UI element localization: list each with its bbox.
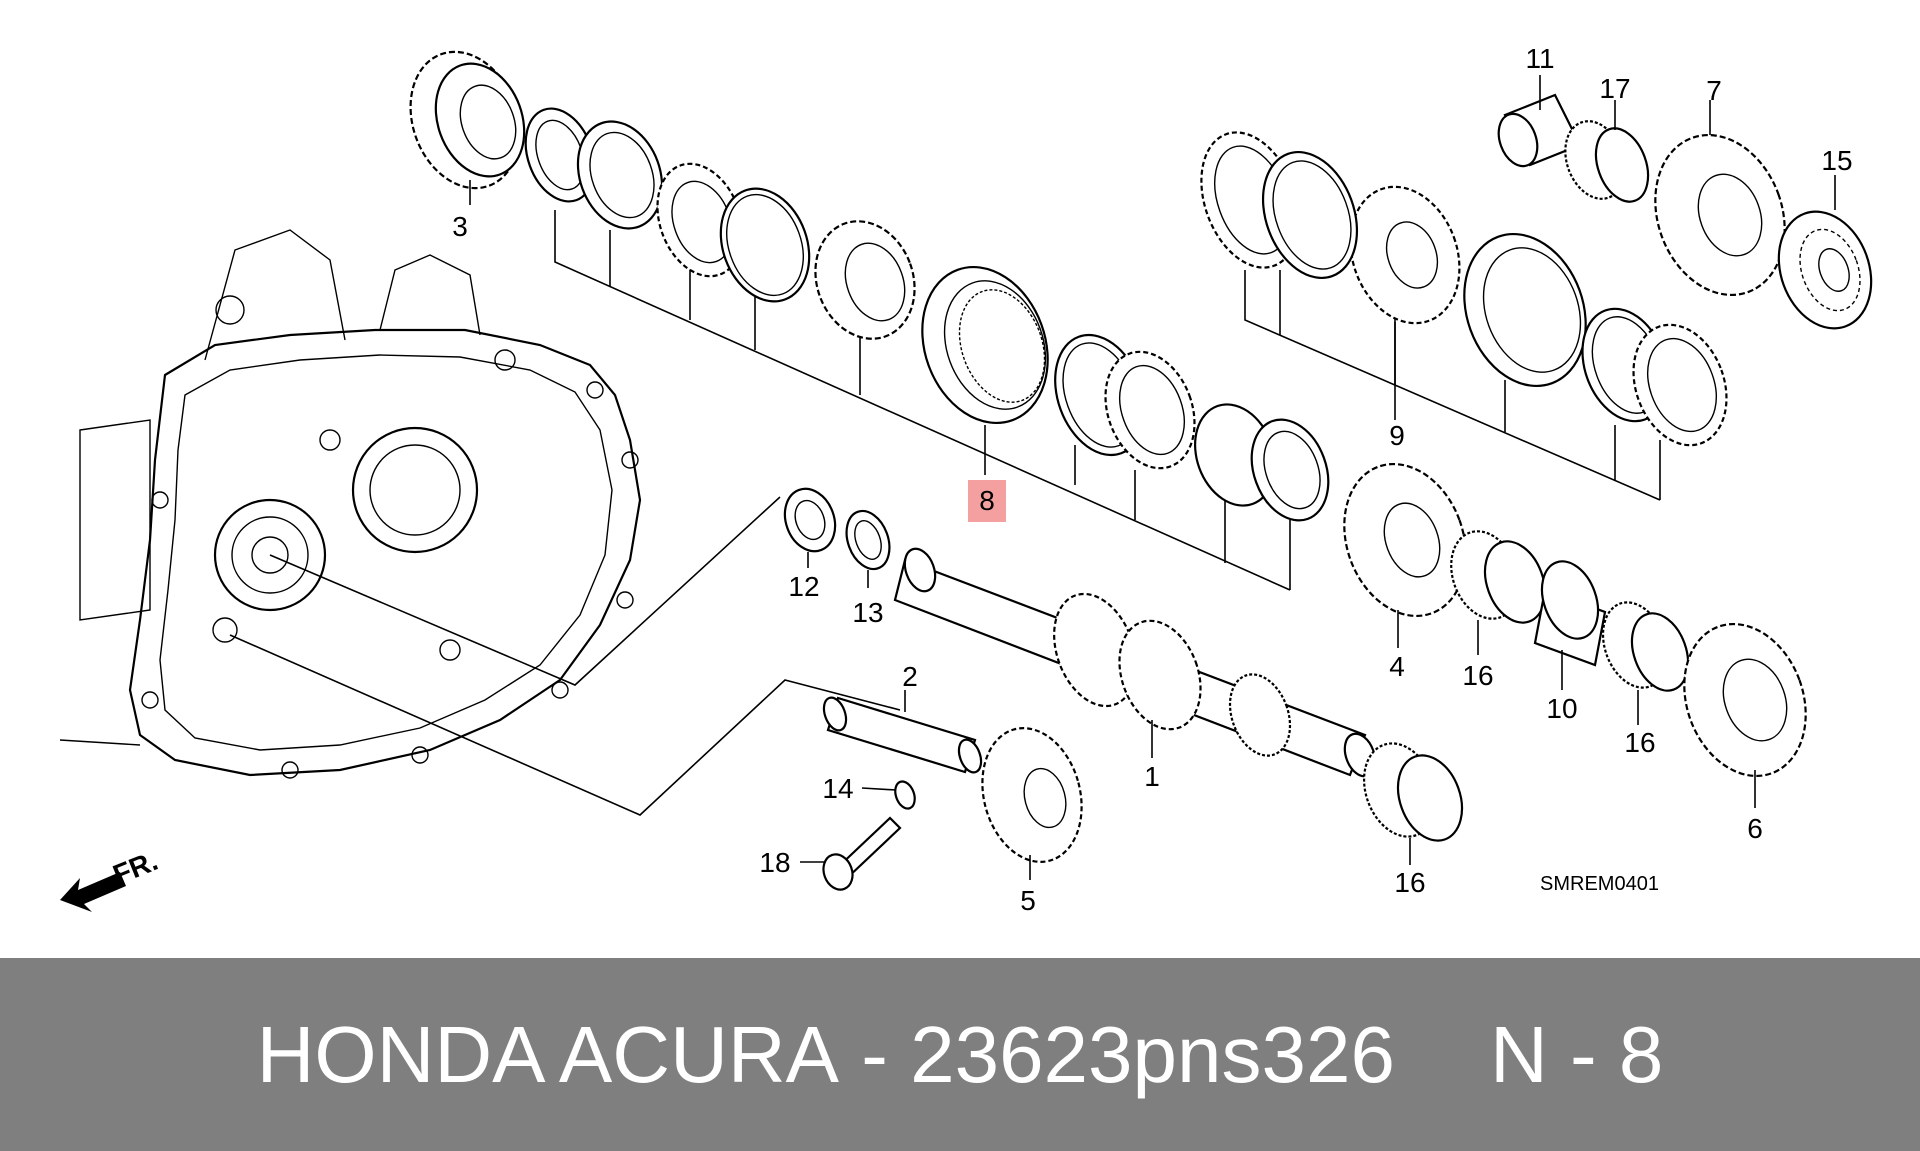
part-4-gear <box>1343 462 1467 648</box>
highlight-box-8 <box>968 480 1006 522</box>
callout-14: 14 <box>822 773 853 804</box>
callout-6: 6 <box>1747 813 1763 844</box>
callout-9: 9 <box>1389 420 1405 451</box>
synchro-set-upper <box>524 107 916 340</box>
part-8-synchro-sleeve <box>921 265 1049 475</box>
brand-label: HONDA ACURA <box>256 1009 839 1099</box>
separator: - <box>861 1009 888 1099</box>
callout-16-upper: 16 <box>1462 660 1493 691</box>
synchro-set-lower <box>1054 333 1330 522</box>
exploded-parts-diagram: FR. 3 11 17 7 15 9 8 12 13 2 4 16 10 16 … <box>59 43 1873 916</box>
part-17-needle-bearing <box>1564 100 1650 203</box>
part-2-shaft-pin <box>822 690 983 774</box>
part-6-gear <box>1683 622 1807 808</box>
position-label: N - 8 <box>1490 1009 1664 1099</box>
part-7-gear <box>1654 100 1786 297</box>
part-15-ball-bearing <box>1777 175 1873 330</box>
front-direction-arrow: FR. <box>60 845 162 912</box>
callout-16-middle: 16 <box>1624 727 1655 758</box>
callout-7: 7 <box>1706 75 1722 106</box>
part-16-needle-bearing-lower <box>1362 742 1464 865</box>
callout-1: 1 <box>1144 761 1160 792</box>
part-5-gear <box>981 727 1083 880</box>
part-1-mainshaft <box>893 547 1377 778</box>
part-13-washer <box>845 509 891 588</box>
part-number-banner: HONDA ACURA - 23623pns326 N - 8 <box>0 958 1920 1151</box>
leader-2 <box>229 634 901 816</box>
callout-13: 13 <box>852 597 883 628</box>
callout-17: 17 <box>1599 73 1630 104</box>
part-16-needle-bearing-upper <box>1450 530 1547 655</box>
callout-4: 4 <box>1389 651 1405 682</box>
front-marker-label: FR. <box>109 845 162 891</box>
callout-11: 11 <box>1525 43 1554 74</box>
part-10-collar <box>1533 560 1607 690</box>
callout-16-lower: 16 <box>1394 867 1425 898</box>
synchro-set-right <box>1200 131 1728 447</box>
callout-8: 8 <box>979 485 995 516</box>
callout-3: 3 <box>452 211 468 242</box>
callout-10: 10 <box>1546 693 1577 724</box>
part-18-bolt <box>800 816 902 891</box>
callout-2: 2 <box>902 661 918 692</box>
callout-5: 5 <box>1020 885 1036 916</box>
part-3-gear <box>409 50 526 205</box>
part-number: 23623pns326 <box>910 1009 1395 1099</box>
transmission-case <box>59 229 642 779</box>
part-12-washer <box>783 487 837 568</box>
callout-12: 12 <box>788 571 819 602</box>
part-16-needle-bearing-middle <box>1601 601 1690 725</box>
diagram-reference-code: SMREM0401 <box>1540 873 1659 895</box>
part-9-hub <box>1349 185 1461 420</box>
leader-12-13 <box>269 496 781 686</box>
part-11-collar <box>1497 75 1582 168</box>
part-14-washer <box>861 780 916 810</box>
callout-18: 18 <box>759 847 790 878</box>
callout-15: 15 <box>1821 145 1852 176</box>
